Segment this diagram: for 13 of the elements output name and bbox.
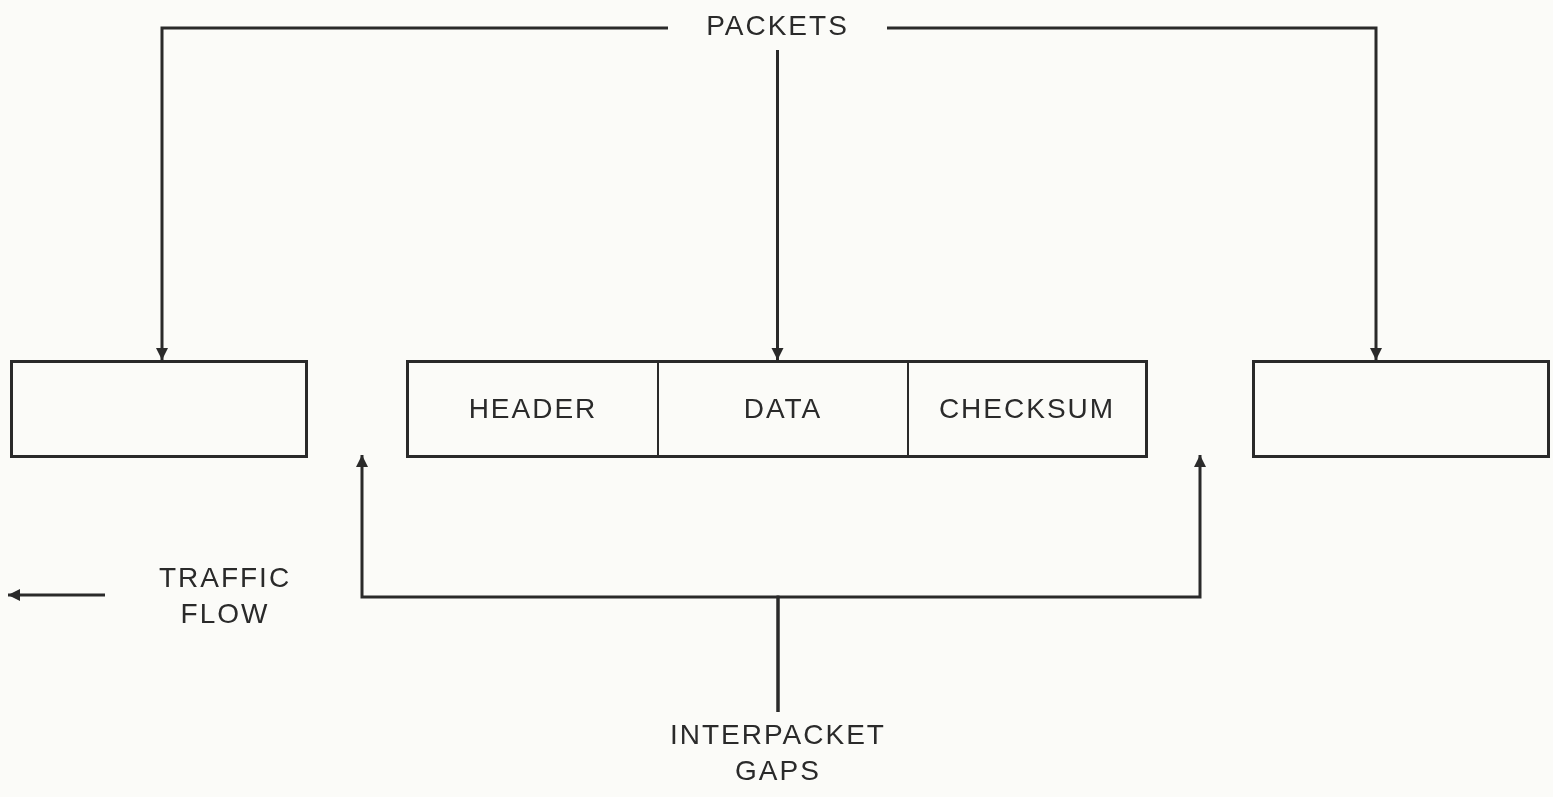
arrow [776,455,1206,712]
callout-text: PACKETS [706,8,849,43]
field-label: HEADER [468,391,598,426]
callout-text: INTERPACKET GAPS [669,717,887,788]
arrow [771,50,784,360]
arrow [887,26,1382,360]
field-label: DATA [743,391,823,426]
packet-box [406,360,1148,458]
field-label: CHECKSUM [938,391,1116,426]
direction-label: TRAFFIC FLOW [157,561,293,632]
arrow [156,26,668,360]
packet-box [10,360,308,458]
packet-box [1252,360,1550,458]
